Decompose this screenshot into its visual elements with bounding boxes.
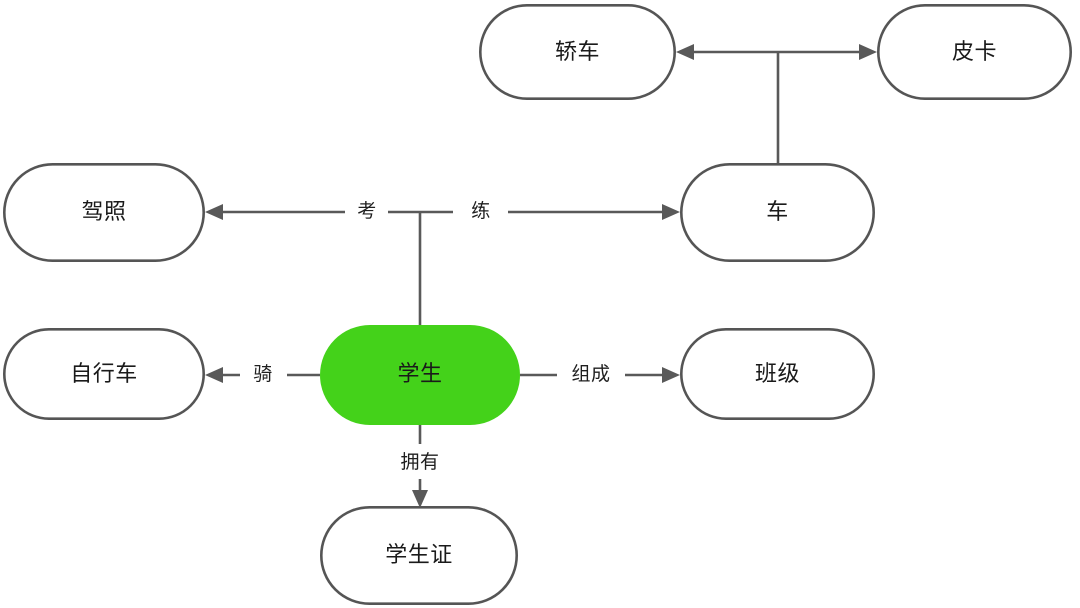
edge-label-lian: 练 (471, 200, 491, 222)
edge-label-zucheng: 组成 (571, 363, 610, 385)
node-shape[interactable] (679, 327, 875, 420)
arrowhead-into-sedan (676, 44, 694, 60)
edge-student-to-class (520, 367, 680, 383)
node-shape[interactable] (478, 4, 676, 101)
node-label: 学生证 (385, 542, 453, 567)
node-shape[interactable] (320, 325, 520, 425)
node-label: 驾照 (81, 199, 126, 224)
edge-label-yongyou: 拥有 (400, 451, 439, 473)
node-shape[interactable] (3, 163, 205, 263)
node-studentid[interactable]: 学生证 (319, 505, 518, 605)
node-bicycle[interactable]: 自行车 (3, 327, 205, 420)
arrowhead-into-pickup (859, 44, 877, 60)
node-label: 轿车 (555, 39, 600, 64)
node-pickup[interactable]: 皮卡 (876, 4, 1072, 101)
node-sedan[interactable]: 轿车 (478, 4, 676, 101)
node-class[interactable]: 班级 (679, 327, 875, 420)
node-shape[interactable] (876, 4, 1072, 101)
node-label: 学生 (397, 361, 442, 386)
node-label: 车 (766, 199, 789, 224)
node-car[interactable]: 车 (679, 163, 875, 263)
edge-label-layer: 考 练 骑 组成 拥有 (253, 200, 610, 473)
arrowhead-into-car (662, 204, 680, 220)
node-shape[interactable] (679, 163, 875, 263)
arrowhead-into-license (205, 204, 223, 220)
edge-student-to-license-and-car (205, 204, 680, 326)
arrowhead-into-studentid (412, 490, 428, 508)
node-label: 自行车 (70, 361, 138, 386)
arrowhead-into-bicycle (205, 367, 223, 383)
node-shape[interactable] (319, 505, 518, 605)
arrowhead-into-class (662, 367, 680, 383)
node-label: 班级 (755, 361, 800, 386)
node-student[interactable]: 学生 (320, 325, 520, 425)
edge-car-to-sedan-and-pickup (676, 44, 877, 163)
node-layer: 轿车 皮卡 驾照 车 自行车 学生 (3, 4, 1072, 605)
edge-student-to-bicycle (205, 367, 320, 383)
edge-label-kao: 考 (357, 200, 377, 222)
edge-layer (205, 44, 877, 508)
node-shape[interactable] (3, 327, 205, 420)
edge-student-to-studentid (412, 425, 428, 508)
edge-label-qi: 骑 (253, 363, 273, 385)
node-license[interactable]: 驾照 (3, 163, 205, 263)
node-label: 皮卡 (952, 39, 997, 64)
